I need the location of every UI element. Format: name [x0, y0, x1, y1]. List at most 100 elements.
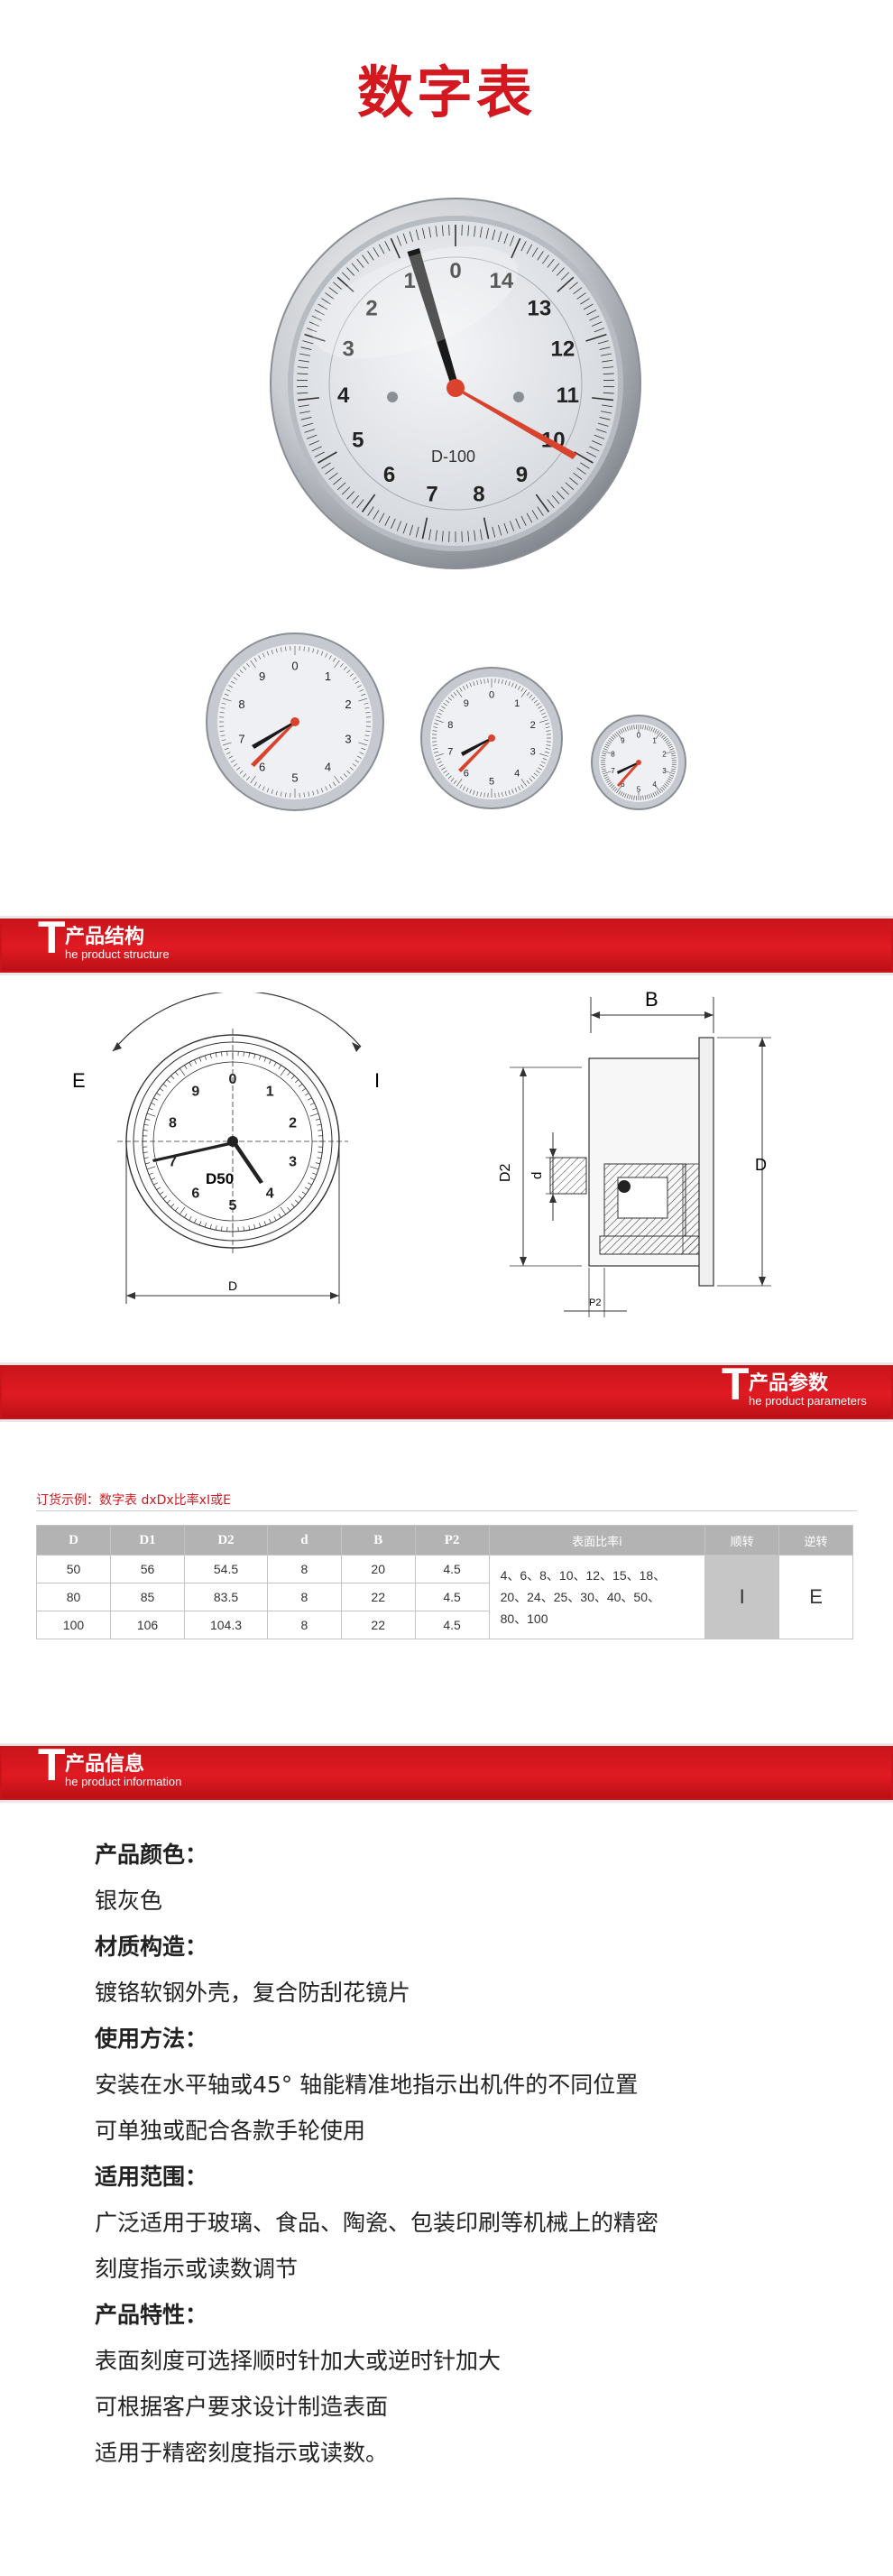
info-heading-scope: 适用范围：: [95, 2164, 208, 2190]
order-example: 订货示例：数字表 dxDx比率xI或E: [36, 1493, 231, 1508]
table-cell: 100: [36, 1611, 111, 1639]
section-banner-params: T 产品参数 he product parameters: [0, 1362, 893, 1422]
page-title: 数字表: [356, 60, 536, 125]
small-dial-number: 3: [530, 746, 536, 757]
hero-scale-number: 0: [449, 259, 461, 283]
small-dial-number: 2: [662, 750, 667, 758]
small-dial-number: 4: [652, 780, 657, 789]
table-cell: 85: [110, 1583, 185, 1611]
banner-title: 产品结构: [65, 926, 145, 948]
hero-scale-number: 14: [489, 269, 513, 293]
info-value-material: 镀铬软钢外壳，复合防刮花镜片: [95, 1980, 411, 2006]
col-small-d: d: [267, 1525, 342, 1556]
table-cell: 8: [267, 1583, 342, 1611]
table-cell: 56: [110, 1555, 185, 1583]
small-dial-number: 9: [259, 669, 265, 683]
label-d2: D2: [498, 1163, 513, 1182]
table-row: 100 106 104.3 8 22 4.5: [36, 1611, 853, 1639]
front-dial-number: 7: [169, 1155, 177, 1170]
info-value-feature: 适用于精密刻度指示或读数。: [95, 2440, 389, 2466]
small-dial-number: 1: [514, 698, 520, 709]
col-p2: P2: [414, 1525, 490, 1556]
small-dial-number: 5: [637, 786, 641, 794]
small-dial-number: 9: [464, 698, 469, 709]
hero-scale-number: 7: [426, 482, 437, 506]
dial-model-label: D50: [206, 1170, 234, 1187]
small-dial-number: 0: [291, 659, 298, 672]
hero-scale-number: 9: [516, 463, 528, 487]
info-heading-feature: 产品特性：: [95, 2302, 208, 2328]
banner-t-letter: T: [38, 1740, 66, 1790]
info-heading-color: 产品颜色：: [95, 1842, 208, 1868]
table-cell: 8: [267, 1555, 342, 1583]
small-dial-number: 0: [489, 690, 494, 701]
hero-scale-number: 4: [337, 383, 350, 408]
table-cell: 20: [340, 1555, 416, 1583]
section-banner-info: T 产品信息 he product information: [0, 1740, 893, 1803]
small-dial-number: 7: [447, 746, 453, 757]
front-dial-number: 4: [266, 1186, 274, 1202]
ratio-line: 20、24、25、30、40、50、: [500, 1590, 660, 1604]
info-value-feature: 表面刻度可选择顺时针加大或逆时针加大: [95, 2348, 502, 2374]
info-value-scope: 刻度指示或读数调节: [95, 2256, 299, 2282]
small-dial-number: 4: [325, 760, 331, 773]
banner-t-letter: T: [722, 1359, 750, 1409]
table-cell: 83.5: [183, 1583, 269, 1611]
front-dial-number: 9: [191, 1084, 199, 1099]
table-cell: 50: [36, 1555, 111, 1583]
small-dial-number: 7: [238, 732, 244, 745]
front-dial-number: 2: [289, 1115, 297, 1131]
small-dial-number: 5: [291, 771, 298, 784]
hero-model-label: D-100: [431, 448, 475, 466]
hero-scale-number: 3: [342, 337, 354, 361]
col-counter: 逆转: [778, 1525, 853, 1556]
hero-scale-number: 2: [365, 296, 377, 320]
label-d-small: d: [529, 1172, 545, 1179]
order-divider: [36, 1510, 857, 1511]
label-d: D: [755, 1156, 767, 1174]
col-d2: D2: [183, 1525, 269, 1556]
small-dial-number: 2: [530, 720, 536, 731]
table-cell: 106: [110, 1611, 185, 1639]
product-info: 产品颜色： 银灰色 材质构造： 镀铬软钢外壳，复合防刮花镜片 使用方法： 安装在…: [95, 1832, 658, 2476]
small-dial-number: 6: [259, 760, 265, 773]
front-dial-number: 8: [169, 1115, 177, 1131]
ratio-line: 80、100: [500, 1611, 548, 1626]
hero-scale-number: 12: [551, 337, 575, 361]
table-cell: 22: [340, 1611, 416, 1639]
small-dial-number: 8: [611, 750, 615, 758]
table-cell: 54.5: [183, 1555, 269, 1583]
table-header-row: D D1 D2 d B P2 表面比率i 顺转 逆转: [36, 1525, 853, 1556]
small-dial-number: 9: [621, 736, 625, 744]
info-value-usage: 可单独或配合各款手轮使用: [95, 2118, 366, 2144]
col-d1: D1: [110, 1525, 185, 1556]
small-dial-number: 2: [345, 697, 351, 711]
col-ratio: 表面比率i: [488, 1525, 706, 1556]
side-view-drawing: B D2 d D P2: [498, 988, 771, 1317]
info-value-usage: 安装在水平轴或45° 轴能精准地指示出机件的不同位置: [95, 2072, 639, 2098]
label-e: E: [72, 1069, 86, 1092]
label-diameter: D: [228, 1279, 237, 1293]
col-b: B: [340, 1525, 416, 1556]
table-cell: 8: [267, 1611, 342, 1639]
banner-t-letter: T: [38, 912, 66, 963]
hero-scale-number: 11: [557, 383, 579, 408]
small-dial-number: 3: [662, 767, 667, 775]
col-clockwise: 顺转: [704, 1525, 780, 1556]
hero-scale-number: 5: [352, 429, 364, 453]
ratio-line: 4、6、8、10、12、15、18、: [500, 1568, 667, 1583]
banner-subtitle: he product parameters: [749, 1394, 867, 1408]
info-value-color: 银灰色: [95, 1888, 163, 1914]
banner-title: 产品信息: [65, 1753, 145, 1776]
table-cell: 4.5: [414, 1583, 490, 1611]
small-dial-number: 1: [652, 736, 657, 744]
small-dial-number: 1: [325, 669, 331, 683]
clockwise-cell: I: [704, 1555, 780, 1639]
hero-scale-number: 8: [473, 482, 484, 506]
